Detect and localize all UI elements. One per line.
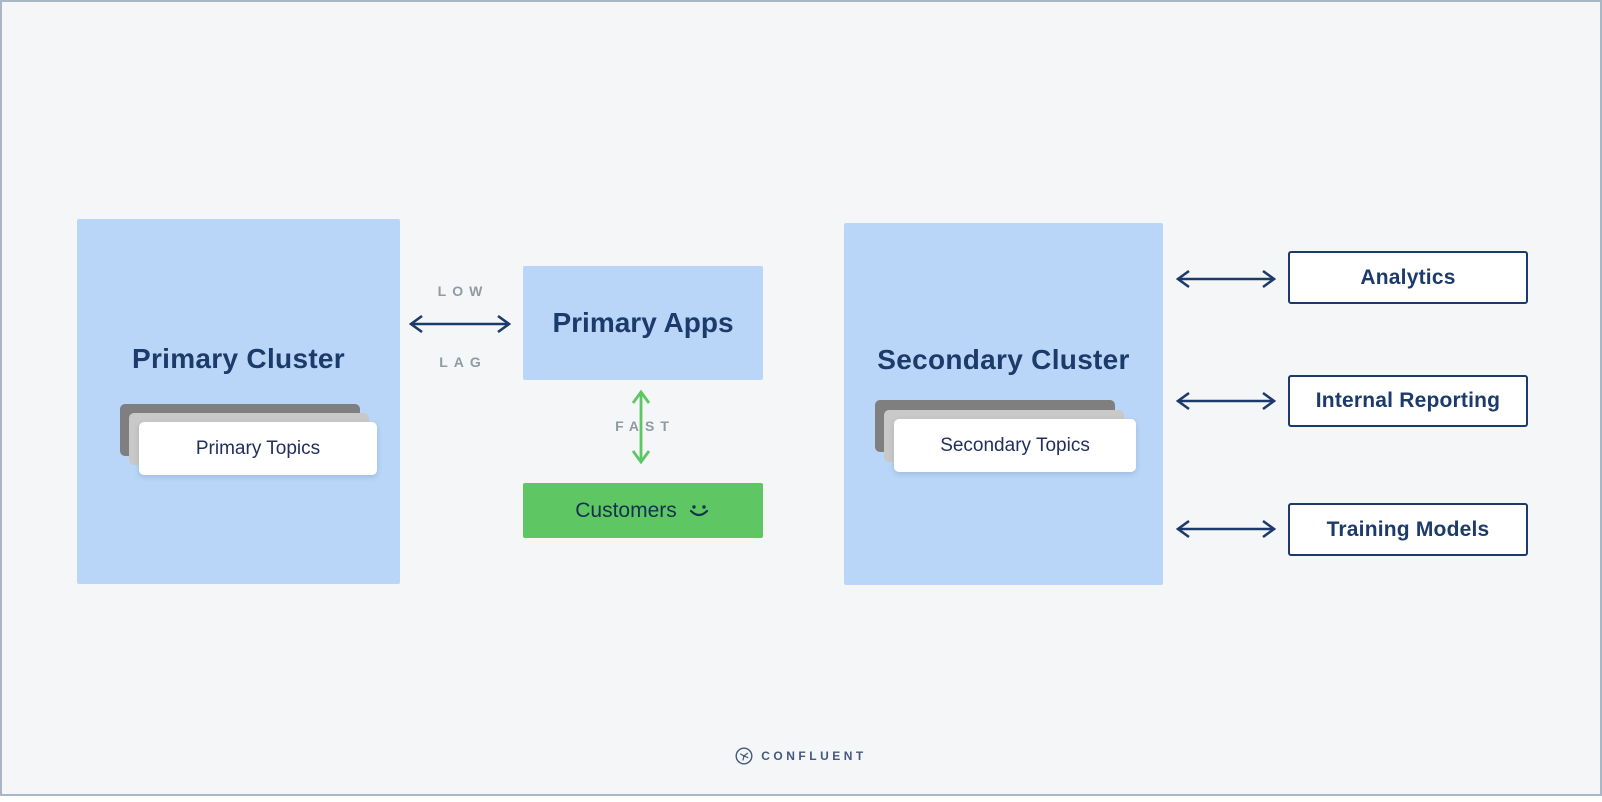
lag-label: LAG <box>439 354 487 370</box>
smiley-face-icon <box>689 504 708 516</box>
primary-cluster-title: Primary Cluster <box>131 343 346 374</box>
destination-box-internal-reporting: Internal Reporting <box>1288 375 1528 427</box>
customers-box: Customers <box>523 483 763 538</box>
low-lag-double-arrow-icon <box>408 314 512 334</box>
confluent-logo-icon <box>735 747 753 765</box>
internal-reporting-label: Internal Reporting <box>1315 389 1501 412</box>
primary-cluster-box: Primary Cluster <box>77 219 400 584</box>
destination-box-analytics: Analytics <box>1288 251 1528 304</box>
fast-double-arrow-icon <box>631 389 651 465</box>
training-models-double-arrow-icon <box>1175 519 1277 539</box>
low-label: LOW <box>437 283 489 299</box>
primary-topics-card: Primary Topics <box>139 422 377 475</box>
primary-topics-label: Primary Topics <box>195 437 321 459</box>
analytics-label: Analytics <box>1360 265 1456 289</box>
footer-brand: CONFLUENT <box>2 747 1600 765</box>
secondary-cluster-title: Secondary Cluster <box>877 344 1130 375</box>
confluent-wordmark: CONFLUENT <box>761 749 867 763</box>
internal-reporting-double-arrow-icon <box>1175 391 1277 411</box>
training-models-label: Training Models <box>1326 517 1490 541</box>
customers-label: Customers <box>575 498 677 522</box>
analytics-double-arrow-icon <box>1175 269 1277 289</box>
secondary-topics-label: Secondary Topics <box>940 434 1090 456</box>
secondary-topics-card: Secondary Topics <box>894 419 1136 472</box>
primary-apps-title: Primary Apps <box>552 307 734 338</box>
destination-box-training-models: Training Models <box>1288 503 1528 556</box>
primary-apps-box: Primary Apps <box>523 266 763 380</box>
